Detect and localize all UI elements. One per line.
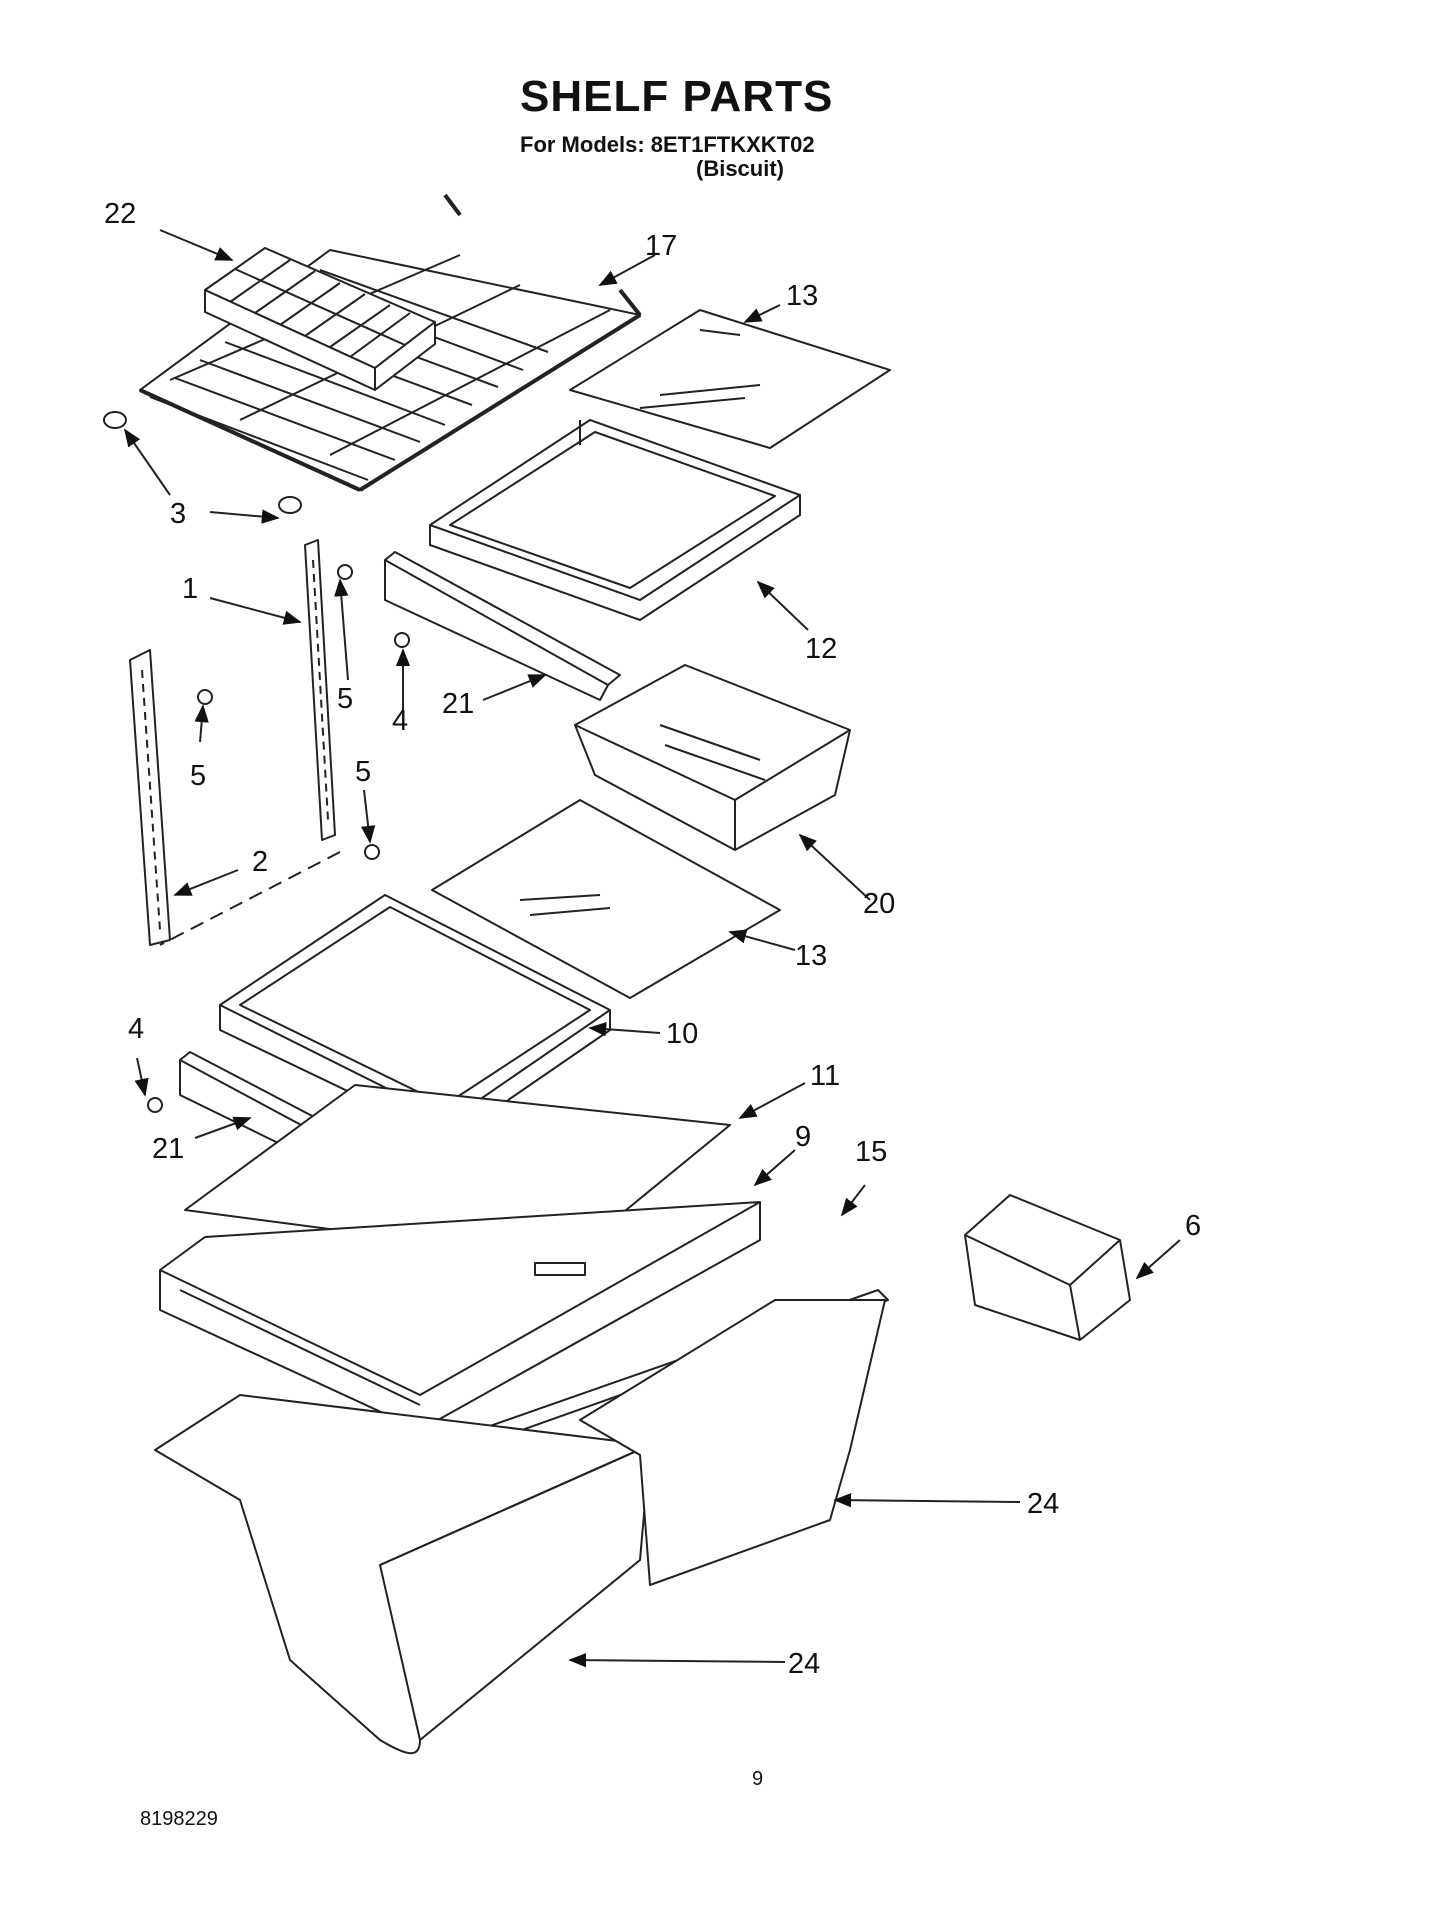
callout-5-upper: 5	[337, 683, 354, 715]
shelf-rail-upper-part	[384, 551, 621, 701]
callout-13-lower: 13	[795, 940, 828, 972]
dairy-bin-part	[964, 1194, 1131, 1341]
shelf-frame-upper-part	[429, 419, 801, 621]
callout-9: 9	[795, 1121, 812, 1153]
glass-shelf-upper-part	[569, 309, 891, 449]
callout-21-lower: 21	[152, 1133, 185, 1165]
callout-24-lower: 24	[788, 1648, 821, 1680]
crisper-drawer-parts	[154, 1299, 886, 1755]
callout-2: 2	[252, 846, 269, 878]
callout-20: 20	[863, 888, 896, 920]
callout-17: 17	[645, 230, 678, 262]
callout-4-upper: 4	[392, 705, 409, 737]
glass-shelf-lower-part	[431, 799, 781, 999]
page-number: 9	[752, 1768, 764, 1790]
callout-6: 6	[1185, 1210, 1202, 1242]
callout-10: 10	[666, 1018, 699, 1050]
callout-3: 3	[170, 498, 187, 530]
callout-24-upper: 24	[1027, 1488, 1060, 1520]
callout-leaders	[123, 229, 1181, 1668]
meat-pan-part	[574, 664, 851, 851]
callout-11: 11	[810, 1060, 841, 1092]
shelf-ladder-parts	[129, 539, 336, 946]
callout-21-upper: 21	[442, 688, 475, 720]
callout-15: 15	[855, 1136, 888, 1168]
page-title: SHELF PARTS	[520, 72, 834, 121]
shelf-peg-parts	[103, 411, 302, 514]
document-number: 8198229	[140, 1808, 218, 1830]
shelf-frame-lower-part	[219, 894, 611, 1141]
callout-1: 1	[182, 573, 199, 605]
screw-parts	[147, 564, 410, 1113]
callout-5-left: 5	[190, 760, 207, 792]
ice-tray-part	[204, 247, 436, 391]
callout-22: 22	[104, 198, 137, 230]
color-variant: (Biscuit)	[696, 156, 784, 181]
callout-5-right: 5	[355, 756, 372, 788]
model-subtitle: For Models: 8ET1FTKXKT02	[520, 132, 815, 157]
callout-13-upper: 13	[786, 280, 819, 312]
callout-12: 12	[805, 633, 838, 665]
callout-4-lower: 4	[128, 1013, 145, 1045]
